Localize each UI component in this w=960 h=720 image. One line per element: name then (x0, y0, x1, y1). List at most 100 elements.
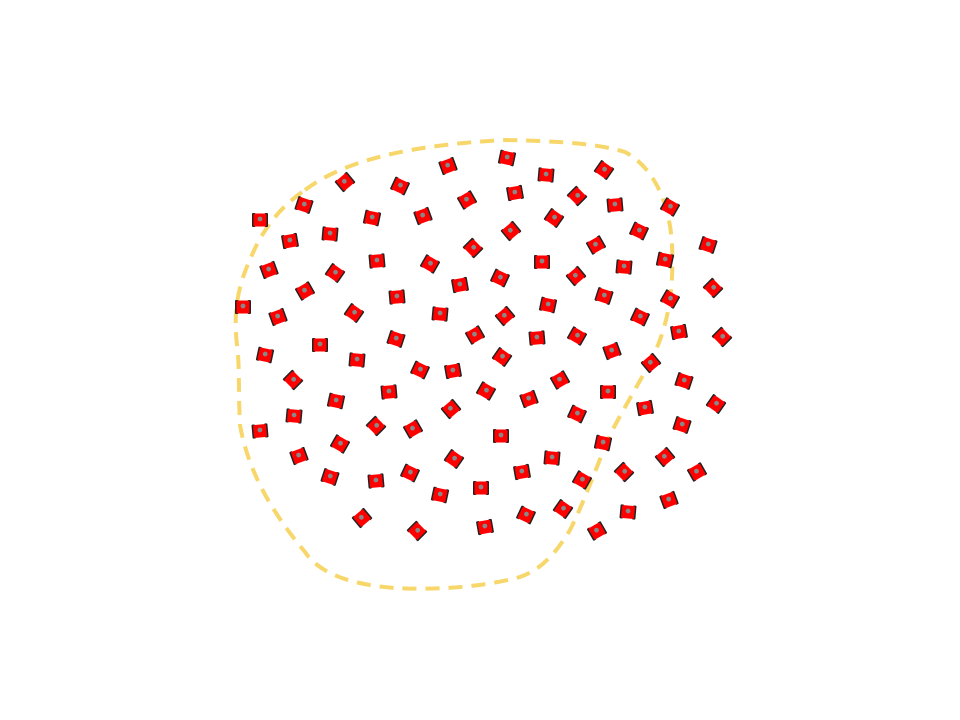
robot-sensor (394, 293, 400, 299)
robot-marker (494, 305, 516, 327)
robot-marker (251, 423, 269, 439)
robot-sensor (327, 230, 333, 236)
robot-marker (320, 468, 340, 486)
robot-marker (670, 323, 688, 341)
robot-sensor (358, 514, 364, 520)
robot-sensor (472, 331, 477, 337)
robot-marker (451, 276, 469, 294)
robot-sensor (524, 511, 529, 517)
robot-marker (294, 196, 314, 214)
robot-sensor (545, 301, 551, 307)
robot-sensor (262, 351, 268, 357)
robot-sensor (601, 292, 607, 298)
robot-marker (285, 408, 303, 424)
robot-marker (702, 277, 724, 299)
robot-marker (476, 518, 494, 536)
robot-sensor (437, 491, 443, 497)
robot-sensor (575, 332, 580, 338)
robot-marker (294, 281, 316, 301)
robot-marker (410, 360, 430, 380)
robot-marker (329, 434, 351, 454)
robot-sensor (622, 468, 628, 474)
robot-sensor (705, 241, 711, 247)
robot-sensor (452, 455, 457, 461)
robot-sensor (679, 421, 685, 427)
robot-sensor (464, 196, 469, 202)
robot-marker (594, 287, 614, 305)
robot-sensor (637, 227, 642, 233)
robot-marker (543, 450, 561, 466)
robot-sensor (575, 410, 580, 416)
robot-marker (413, 206, 433, 226)
robot-marker (655, 251, 675, 269)
robot-marker (636, 399, 654, 417)
robot-sensor (338, 440, 343, 446)
robot-sensor (445, 162, 451, 168)
robot-marker (430, 486, 450, 504)
robot-sensor (352, 309, 357, 315)
robot-marker (606, 197, 624, 213)
robot-marker (368, 253, 386, 269)
robot-marker (585, 235, 607, 255)
robot-marker (538, 296, 558, 314)
robot-marker (659, 289, 681, 309)
robot-sensor (447, 405, 453, 411)
robot-marker (367, 473, 385, 489)
robot-sensor (557, 376, 562, 382)
robot-sensor (602, 166, 607, 172)
robot-marker (549, 370, 571, 390)
robot-swarm (235, 149, 733, 542)
robot-sensor (478, 484, 484, 490)
robot-marker (289, 446, 309, 466)
robot-marker (380, 384, 398, 400)
robot-marker (506, 184, 524, 202)
robot-sensor (257, 427, 263, 433)
robot-marker (490, 268, 510, 288)
robot-marker (654, 446, 676, 468)
robot-sensor (410, 425, 415, 431)
robot-sensor (482, 523, 488, 529)
robot-sensor (572, 272, 578, 278)
robot-marker (705, 394, 727, 414)
robot-sensor (534, 334, 540, 340)
robot-sensor (373, 477, 379, 483)
robot-sensor (666, 496, 672, 502)
robot-sensor (418, 366, 423, 372)
robot-marker (602, 341, 622, 361)
robot-marker (400, 463, 420, 483)
robot-marker (473, 481, 489, 495)
robot-sensor (450, 367, 456, 373)
robot-marker (456, 190, 478, 210)
robot-marker (252, 213, 268, 227)
robot-marker (630, 307, 650, 327)
robot-sensor (500, 353, 505, 359)
robot-sensor (625, 508, 631, 514)
robot-sensor (428, 260, 433, 266)
robot-sensor (661, 453, 667, 459)
robot-sensor (507, 227, 513, 233)
robot-marker (586, 521, 608, 541)
robot-marker (348, 352, 366, 368)
robot-sensor (668, 295, 673, 301)
robot-sensor (398, 182, 403, 188)
robot-sensor (621, 263, 627, 269)
robot-sensor (498, 274, 503, 280)
robot-marker (351, 507, 373, 529)
robot-marker (406, 520, 428, 542)
robot-sensor (437, 310, 443, 316)
robot-sensor (317, 341, 323, 347)
robot-sensor (605, 388, 611, 394)
robot-marker (516, 505, 536, 525)
robot-sensor (333, 397, 339, 403)
robot-sensor (275, 313, 281, 319)
robot-marker (615, 259, 633, 275)
robot-marker (567, 404, 587, 424)
robot-marker (321, 226, 339, 242)
robot-sensor (519, 468, 525, 474)
robot-sensor (374, 422, 380, 428)
robot-marker (259, 260, 279, 280)
robot-marker (565, 265, 587, 287)
robot-sensor (302, 287, 307, 293)
robot-marker (419, 254, 441, 274)
robot-sensor (374, 257, 380, 263)
